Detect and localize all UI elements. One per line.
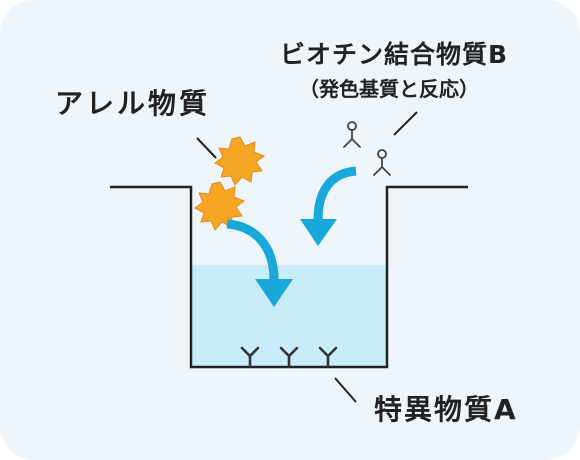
antibody-icon xyxy=(279,346,299,368)
curved-arrow-icon xyxy=(300,166,357,246)
specific-leader-line xyxy=(334,377,357,403)
biotin-binder-sublabel: （発色基質と反応） xyxy=(299,77,479,101)
allergen-star-icon xyxy=(214,136,266,186)
curved-arrow-icon xyxy=(226,219,293,307)
biotin-binder-icon xyxy=(343,121,361,148)
biotin-binder-label: ビオチン結合物質B xyxy=(280,40,509,69)
biotin-binder-icon xyxy=(373,149,391,176)
specific-substance-label: 特異物質A xyxy=(374,393,518,426)
antibody-icon xyxy=(318,346,338,368)
allergen-star-icon xyxy=(194,181,246,231)
allergen-label: アレル物質 xyxy=(55,87,211,120)
biotin-leader-line xyxy=(393,111,418,136)
antibody-icon xyxy=(240,346,260,368)
allergen-leader-line xyxy=(196,137,217,159)
